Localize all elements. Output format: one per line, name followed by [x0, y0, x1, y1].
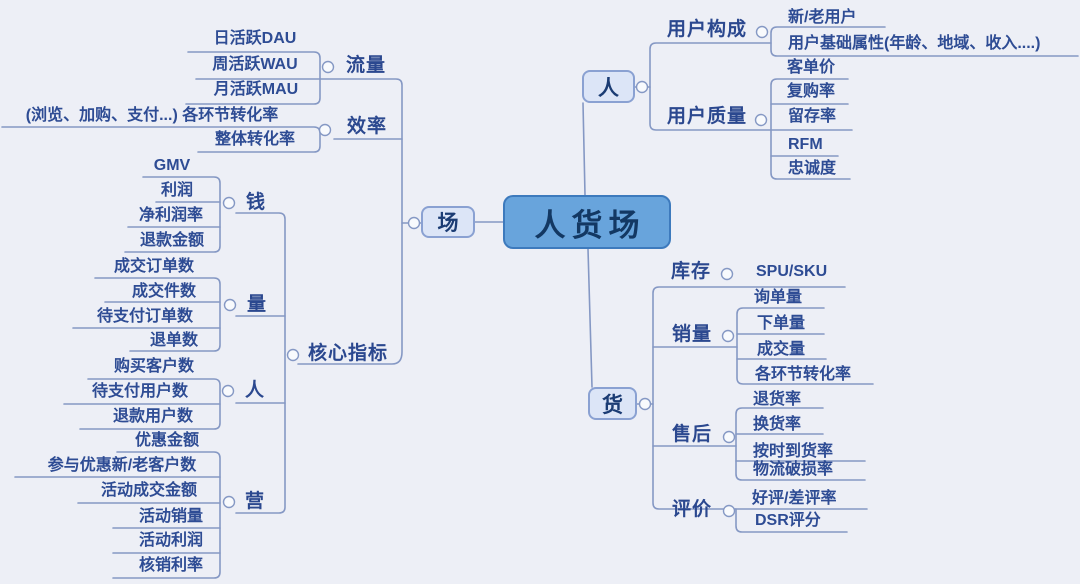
node-discount-amount[interactable]: 优惠金额 — [134, 432, 200, 449]
node-chang[interactable]: 场 — [421, 206, 475, 238]
branch-money[interactable]: 钱 — [246, 192, 267, 213]
node-exchange-rate[interactable]: 换货率 — [753, 416, 802, 433]
toggle-user-composition-icon[interactable] — [755, 25, 769, 39]
node-inquiry-volume[interactable]: 询单量 — [754, 289, 803, 306]
branch-volume[interactable]: 量 — [247, 294, 268, 315]
node-campaign-gmv[interactable]: 活动成交金额 — [100, 482, 198, 499]
node-review-rate[interactable]: 好评/差评率 — [752, 490, 837, 507]
node-dau[interactable]: 日活跃DAU — [213, 30, 297, 47]
node-ontime-delivery-rate[interactable]: 按时到货率 — [753, 443, 834, 460]
branch-inventory[interactable]: 库存 — [671, 261, 712, 282]
node-rfm[interactable]: RFM — [788, 136, 823, 153]
branch-wires — [1, 26, 1079, 579]
toggle-traffic-icon[interactable] — [321, 60, 335, 74]
toggle-efficiency-icon[interactable] — [318, 123, 332, 137]
branch-efficiency[interactable]: 效率 — [347, 116, 388, 137]
node-returned-orders[interactable]: 退单数 — [149, 332, 199, 349]
toggle-sales-icon[interactable] — [721, 329, 735, 343]
node-buyers[interactable]: 购买客户数 — [113, 358, 195, 375]
toggle-inventory-icon[interactable] — [720, 267, 734, 281]
node-campaign-sales[interactable]: 活动销量 — [138, 508, 204, 525]
toggle-marketing-icon[interactable] — [222, 495, 236, 509]
node-retention-rate[interactable]: 留存率 — [788, 108, 837, 125]
node-wau[interactable]: 周活跃WAU — [212, 56, 298, 73]
toggle-huo-icon[interactable] — [638, 397, 652, 411]
node-redemption-rate[interactable]: 核销利率 — [138, 557, 204, 574]
node-spu-sku[interactable]: SPU/SKU — [756, 263, 828, 280]
node-order-volume[interactable]: 下单量 — [757, 315, 806, 332]
node-gmv[interactable]: GMV — [153, 157, 191, 174]
node-repurchase-rate[interactable]: 复购率 — [787, 83, 836, 100]
toggle-chang-icon[interactable] — [407, 216, 421, 230]
toggle-core-metrics-icon[interactable] — [286, 348, 300, 362]
node-deal-volume[interactable]: 成交量 — [757, 341, 806, 358]
node-campaign-profit[interactable]: 活动利润 — [138, 532, 204, 549]
node-refund-users[interactable]: 退款用户数 — [112, 408, 194, 425]
toggle-aftersales-icon[interactable] — [722, 430, 736, 444]
toggle-ren-icon[interactable] — [635, 80, 649, 94]
node-goods-funnel-conversion[interactable]: 各环节转化率 — [755, 366, 852, 383]
node-net-margin[interactable]: 净利润率 — [138, 207, 204, 224]
branch-user-quality[interactable]: 用户质量 — [667, 106, 748, 127]
branch-marketing[interactable]: 营 — [245, 491, 266, 512]
node-huo[interactable]: 货 — [588, 387, 637, 420]
root-node[interactable]: 人货场 — [503, 195, 671, 249]
node-overall-conversion[interactable]: 整体转化率 — [214, 131, 296, 148]
node-return-rate[interactable]: 退货率 — [753, 391, 802, 408]
node-paid-orders[interactable]: 成交订单数 — [113, 258, 195, 275]
node-ren[interactable]: 人 — [582, 70, 635, 103]
node-pending-orders[interactable]: 待支付订单数 — [96, 308, 194, 325]
toggle-review-icon[interactable] — [722, 504, 736, 518]
branch-review[interactable]: 评价 — [672, 499, 713, 520]
toggle-user-quality-icon[interactable] — [754, 113, 768, 127]
node-loyalty[interactable]: 忠诚度 — [788, 160, 837, 177]
branch-user-composition[interactable]: 用户构成 — [667, 19, 748, 40]
node-mau[interactable]: 月活跃MAU — [213, 81, 299, 98]
node-promo-new-old-customers[interactable]: 参与优惠新/老客户数 — [47, 457, 197, 474]
node-logistics-damage-rate[interactable]: 物流破损率 — [753, 461, 834, 478]
node-new-old-users[interactable]: 新/老用户 — [788, 9, 857, 26]
branch-people-metrics[interactable]: 人 — [245, 380, 266, 401]
toggle-volume-icon[interactable] — [223, 298, 237, 312]
branch-core-metrics[interactable]: 核心指标 — [308, 343, 389, 364]
node-dsr-score[interactable]: DSR评分 — [755, 512, 821, 529]
branch-aftersales[interactable]: 售后 — [672, 424, 713, 445]
toggle-people-metrics-icon[interactable] — [221, 384, 235, 398]
node-aov[interactable]: 客单价 — [787, 59, 836, 76]
node-profit[interactable]: 利润 — [160, 182, 194, 199]
node-paid-items[interactable]: 成交件数 — [131, 283, 197, 300]
toggle-handles — [221, 25, 769, 518]
branch-traffic[interactable]: 流量 — [346, 55, 387, 76]
node-user-attributes[interactable]: 用户基础属性(年龄、地域、收入....) — [788, 35, 1041, 52]
node-refund-amount[interactable]: 退款金额 — [139, 232, 205, 249]
node-funnel-conversion[interactable]: (浏览、加购、支付...) 各环节转化率 — [25, 107, 279, 124]
node-pending-users[interactable]: 待支付用户数 — [91, 383, 189, 400]
branch-sales[interactable]: 销量 — [672, 324, 713, 345]
toggle-money-icon[interactable] — [222, 196, 236, 210]
